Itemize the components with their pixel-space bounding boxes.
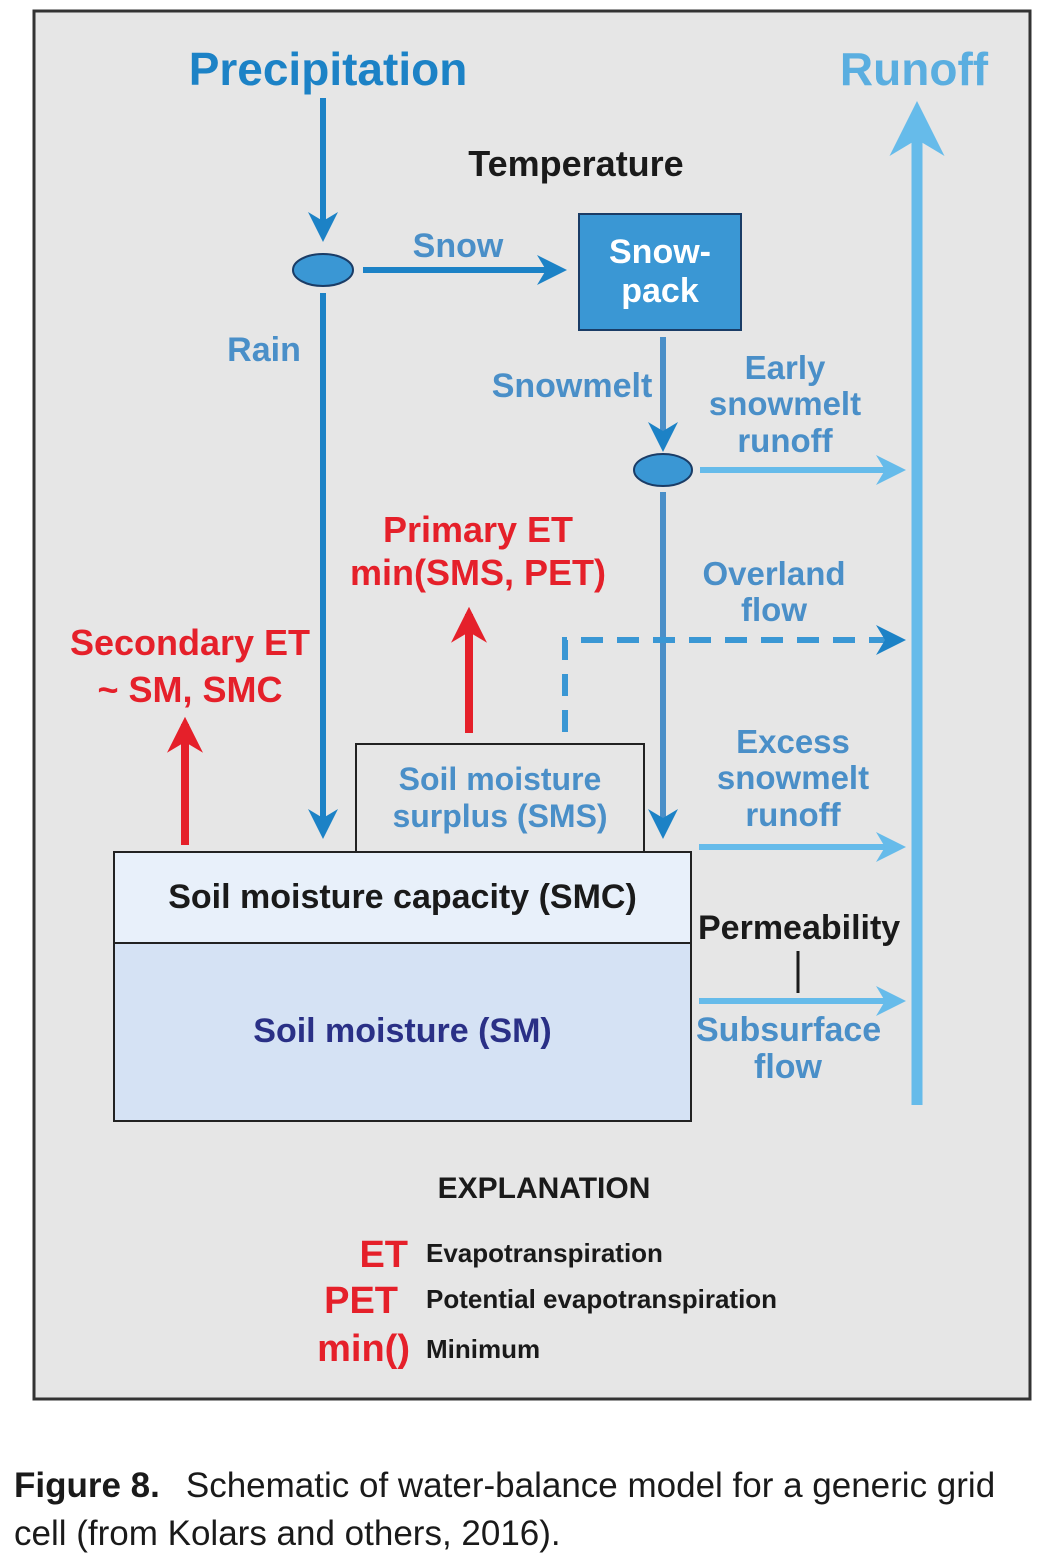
overland-line2: flow [741, 591, 807, 629]
primary-et-label: Primary ET min(SMS, PET) [340, 508, 616, 594]
subsurface-line2: flow [754, 1048, 822, 1087]
excess-line2: snowmelt [716, 759, 870, 797]
legend-def-et: Evapotranspiration [426, 1238, 663, 1268]
primary-et-line1: Primary ET [382, 509, 574, 550]
excess-line1: Excess [736, 723, 850, 760]
early-snowmelt-runoff-label: Early snowmelt runoff [700, 349, 870, 459]
early-line3: runoff [737, 421, 833, 459]
sm-box [113, 942, 692, 1122]
snowmelt-splitter-node [633, 453, 693, 487]
smc-box [113, 851, 692, 944]
legend-def-min: Minimum [426, 1334, 541, 1364]
caption-text: Schematic of water-balance model for a g… [14, 1466, 996, 1553]
water-balance-diagram: Precipitation Runoff Temperature Snow Sn… [32, 9, 1032, 1401]
primary-et-line2: min(SMS, PET) [349, 552, 606, 594]
subsurface-line1: Subsurface [696, 1011, 882, 1049]
temperature-label: Temperature [468, 143, 684, 184]
snowmelt-label: Snowmelt [491, 367, 653, 405]
excess-line3: runoff [745, 795, 841, 833]
sms-line1: Soil moisture [398, 761, 602, 798]
secondary-et-label: Secondary ET ~ SM, SMC [64, 620, 316, 714]
figure-number: Figure 8. [14, 1466, 160, 1505]
explanation-title: EXPLANATION [437, 1172, 651, 1205]
overland-flow-label: Overland flow [694, 555, 854, 629]
sms-box [355, 743, 645, 853]
snowpack-label-line2: pack [621, 272, 699, 310]
diagram-panel [32, 9, 1032, 1401]
legend-abbr-min: min() [317, 1328, 410, 1370]
legend-abbr-pet: PET [324, 1280, 398, 1322]
excess-snowmelt-runoff-label: Excess snowmelt runoff [704, 723, 882, 833]
sm-label: Soil moisture (SM) [253, 1012, 552, 1051]
early-line1: Early [744, 349, 826, 386]
early-line2: snowmelt [708, 385, 862, 423]
legend-def-pet: Potential evapotranspiration [426, 1284, 778, 1314]
secondary-et-line2: ~ SM, SMC [97, 668, 283, 710]
snow-label: Snow [412, 227, 504, 265]
subsurface-flow-label: Subsurface flow [696, 1011, 882, 1087]
sms-line2: surplus (SMS) [392, 798, 608, 834]
secondary-et-line1: Secondary ET [69, 622, 311, 663]
sms-label: Soil moisture surplus (SMS) [356, 744, 644, 852]
permeability-label: Permeability [698, 909, 901, 947]
precip-splitter-node [292, 253, 354, 287]
snowpack-box [578, 213, 742, 331]
legend-abbr-et: ET [359, 1234, 408, 1276]
diagram-canvas [32, 9, 1032, 1401]
figure-caption: Figure 8.Schematic of water-balance mode… [14, 1462, 1029, 1558]
snowpack-label-line1: Snow- [609, 232, 711, 271]
runoff-label: Runoff [839, 43, 989, 95]
overland-flow-arrow [562, 625, 906, 732]
precipitation-label: Precipitation [188, 43, 468, 95]
rain-label: Rain [227, 331, 301, 369]
overland-line1: Overland [702, 555, 846, 592]
smc-label: Soil moisture capacity (SMC) [168, 877, 637, 916]
snowpack-label: Snow- pack [579, 214, 741, 330]
